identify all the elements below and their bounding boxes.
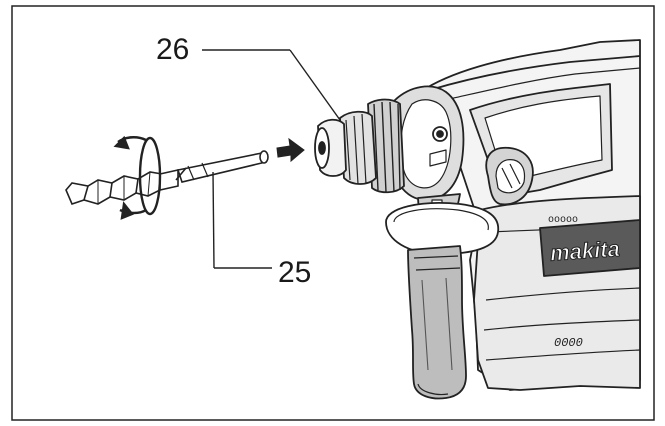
tool-bottom-mark: 0000	[554, 336, 583, 350]
rotation-arrows-icon	[113, 135, 162, 220]
callout-bit-shank: 25	[278, 256, 312, 289]
tool-dots: ooooo	[548, 215, 578, 226]
insert-arrow-icon	[276, 137, 305, 163]
leader-line-26-diag	[289, 49, 341, 121]
drill-bit	[65, 150, 269, 205]
tool-chuck	[314, 98, 405, 194]
bit-shank	[176, 152, 268, 183]
diagram-border	[11, 5, 655, 421]
callout-chuck: 26	[156, 33, 190, 66]
leader-line-25-vert	[212, 171, 215, 269]
side-handle	[385, 202, 500, 400]
rotary-hammer	[314, 39, 641, 400]
brand-logo: makita	[549, 236, 620, 266]
chuck-opening	[318, 141, 326, 155]
brand-plate	[539, 219, 641, 277]
